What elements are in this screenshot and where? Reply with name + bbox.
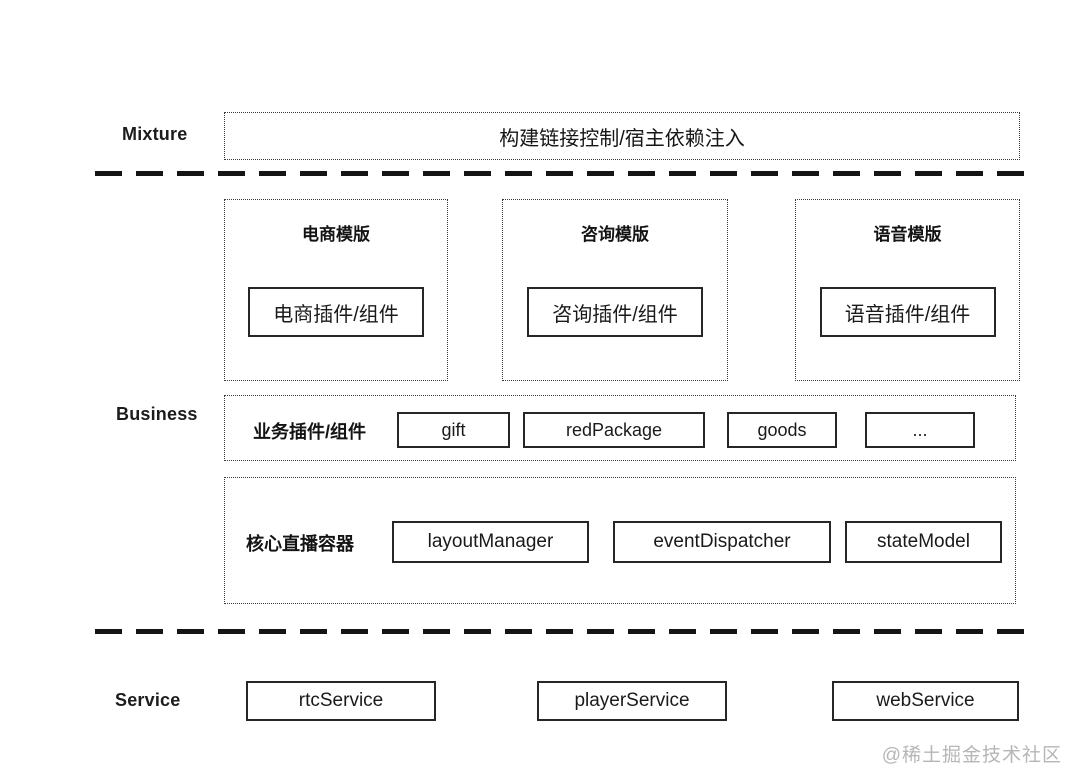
plugin-chip-gift: gift: [397, 412, 510, 448]
tier-label-service: Service: [115, 690, 181, 710]
template-plugin-box: 电商插件/组件: [248, 287, 424, 337]
service-box-label: webService: [876, 690, 975, 711]
service-box-web: webService: [832, 681, 1019, 721]
core-chip-label: eventDispatcher: [653, 531, 791, 552]
core-chip-label: stateModel: [877, 531, 970, 552]
template-title: 电商模版: [302, 225, 370, 244]
plugin-chip-more: ...: [865, 412, 975, 448]
plugin-chip-label: redPackage: [565, 419, 663, 440]
template-panel-ecommerce: 电商模版 电商插件/组件: [224, 199, 448, 381]
watermark: @稀土掘金技术社区: [881, 745, 1062, 766]
service-box-player: playerService: [537, 681, 727, 721]
tier-label-business: Business: [116, 404, 198, 424]
core-chip-label: layoutManager: [427, 531, 554, 552]
build-link-control-label: 构建链接控制/宿主依赖注入: [499, 127, 745, 150]
plugin-chip-redpackage: redPackage: [523, 412, 705, 448]
plugin-chip-goods: goods: [727, 412, 837, 448]
core-chip-statemodel: stateModel: [845, 521, 1002, 563]
template-panel-voice: 语音模版 语音插件/组件: [795, 199, 1020, 381]
service-box-label: rtcService: [298, 690, 384, 711]
template-plugin-box: 语音插件/组件: [819, 287, 996, 337]
template-title: 咨询模版: [581, 225, 649, 244]
divider-mixture-business: [95, 171, 1025, 176]
business-plugins-row: 业务插件/组件 gift redPackage goods ...: [224, 395, 1016, 461]
plugin-chip-label: gift: [441, 419, 466, 440]
core-chip-eventdispatcher: eventDispatcher: [613, 521, 831, 563]
core-chip-layoutmanager: layoutManager: [392, 521, 589, 563]
plugin-chip-label: ...: [912, 419, 928, 440]
template-plugin-label: 电商插件/组件: [273, 303, 399, 326]
service-box-label: playerService: [574, 690, 690, 711]
tier-label-mixture: Mixture: [122, 124, 188, 144]
plugin-chip-label: goods: [757, 419, 807, 440]
business-plugins-label: 业务插件/组件: [253, 422, 367, 442]
template-plugin-label: 咨询插件/组件: [552, 303, 678, 326]
template-plugin-box: 咨询插件/组件: [527, 287, 703, 337]
template-panel-consult: 咨询模版 咨询插件/组件: [502, 199, 728, 381]
template-title: 语音模版: [873, 225, 942, 244]
core-container-label: 核心直播容器: [246, 534, 354, 554]
divider-business-service: [95, 629, 1025, 634]
template-plugin-label: 语音插件/组件: [844, 303, 971, 326]
core-container-row: 核心直播容器 layoutManager eventDispatcher sta…: [224, 477, 1016, 604]
build-link-control-box: 构建链接控制/宿主依赖注入: [224, 112, 1020, 160]
service-box-rtc: rtcService: [246, 681, 436, 721]
